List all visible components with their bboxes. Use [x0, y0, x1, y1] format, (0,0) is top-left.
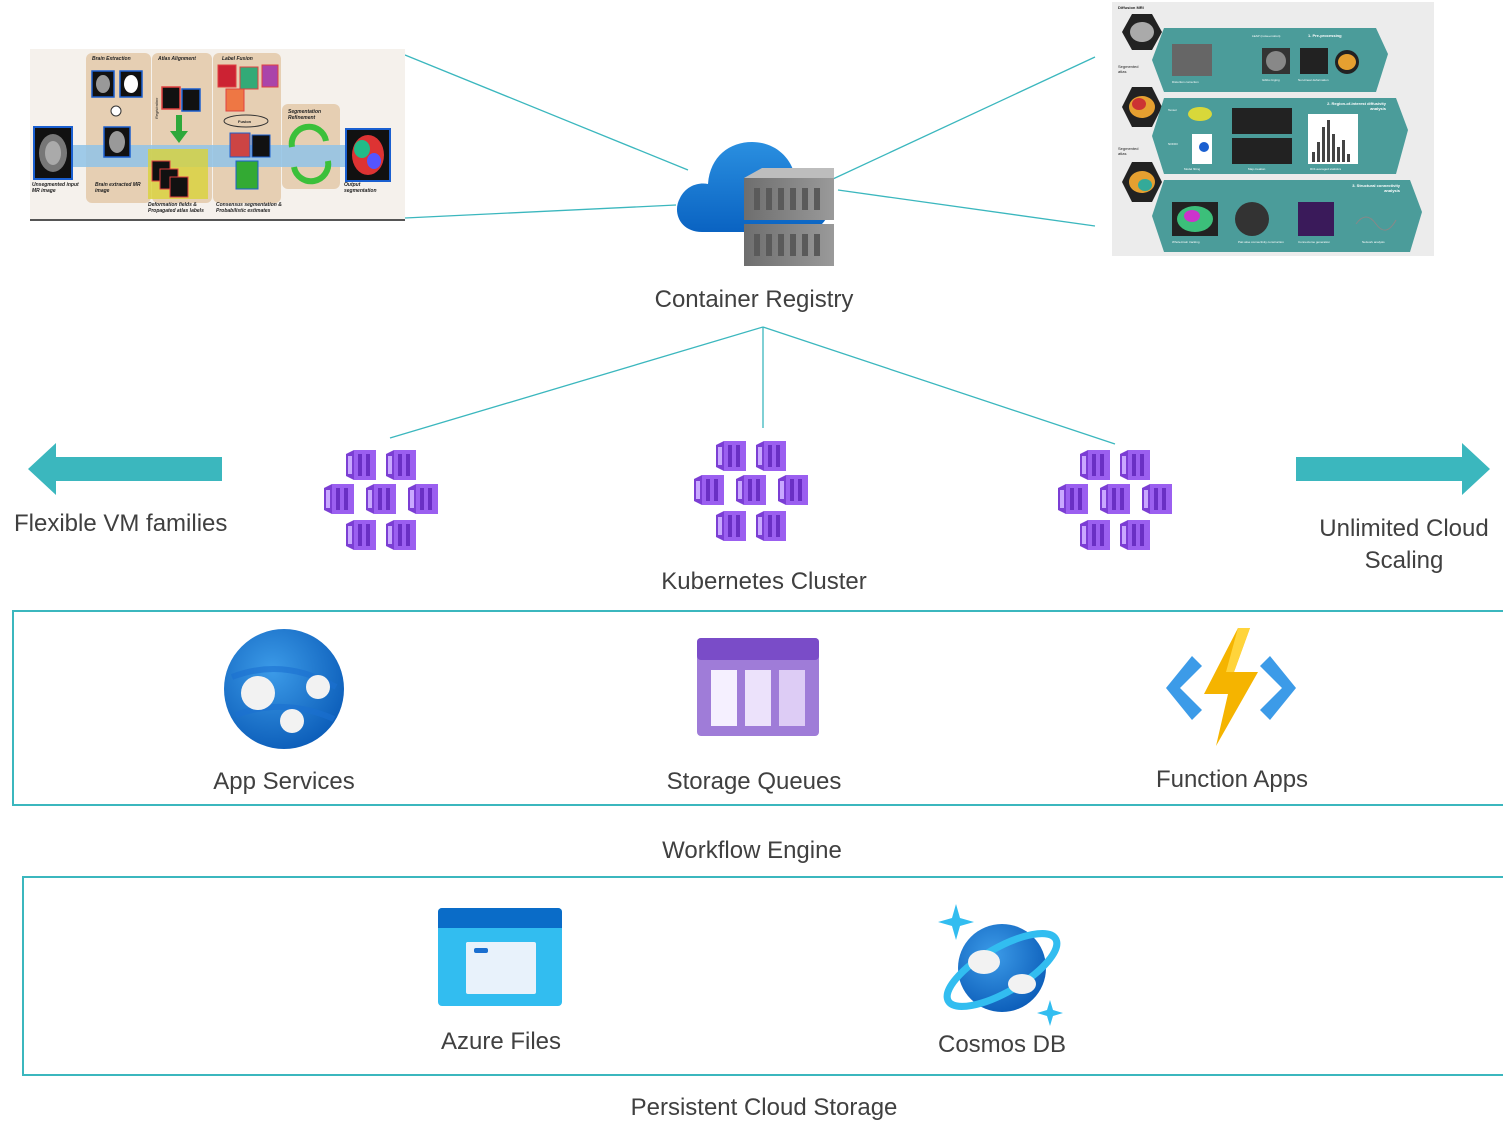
kubernetes-pods-icon: [324, 450, 444, 554]
persistent-storage-caption: Persistent Cloud Storage: [630, 1094, 898, 1121]
storage-queues-label: Storage Queues: [666, 768, 842, 795]
pipeline-step-sublabel: Distortion correction: [1172, 80, 1199, 84]
pipeline-stage-label: Label Fusion: [222, 56, 253, 62]
function-apps-icon: [1166, 628, 1296, 746]
pipeline-step-sublabel: Connectome generation: [1298, 240, 1331, 244]
workflow-engine-panel: [12, 610, 1503, 806]
cosmos-db-icon: [938, 904, 1063, 1026]
left-arrow-icon: [28, 443, 222, 495]
unlimited-cloud-scaling-line1: Unlimited Cloud: [1319, 515, 1489, 542]
persistent-storage-panel: [22, 876, 1503, 1076]
unlimited-cloud-scaling-line2: Scaling: [1364, 547, 1444, 574]
pipeline-caption: Unsegmented input MR image: [32, 182, 79, 194]
pipeline-step-sublabel: ROI-averaged statistics: [1310, 167, 1342, 171]
pipeline-step-sublabel: Map creation: [1248, 167, 1266, 171]
container-registry-icon: [676, 142, 834, 266]
pipeline-stage-label: Segmentation Refinement: [288, 109, 322, 121]
pipeline-step-sublabel: Non-linear deformation: [1298, 78, 1329, 82]
pipeline-caption: Output segmentation: [344, 182, 377, 194]
azure-files-label: Azure Files: [440, 1028, 562, 1055]
pipeline-step-sublabel: Model fitting: [1184, 167, 1201, 171]
pipeline-input-label: Segmented atlas: [1118, 64, 1139, 74]
pipeline-step-sublabel: LEAP (noise+motion): [1252, 34, 1281, 38]
brain-segmentation-pipeline-figure: Brain Extraction Atlas Alignment Label F…: [30, 49, 405, 221]
pipeline-step-sublabel: NODDI: [1168, 142, 1178, 146]
pipeline-step-sublabel: Tensor: [1168, 108, 1178, 112]
pipeline-stage-label: Atlas Alignment: [158, 56, 196, 62]
function-apps-label: Function Apps: [1155, 766, 1309, 793]
pipeline-inner-label: Fusion: [238, 119, 252, 124]
pipeline-step-label: 1. Pre-processing: [1308, 33, 1342, 38]
unlimited-cloud-scaling-label: Unlimited Cloud Scaling: [1304, 513, 1503, 577]
pipeline-step-sublabel: Whole-brain tracking: [1172, 240, 1200, 244]
diffusion-mri-pipeline-figure: Diffusion MRI Segmented atlas Segmented …: [1112, 2, 1434, 256]
pipeline-caption: Deformation fields & Propagated atlas la…: [148, 202, 204, 214]
kubernetes-pods-icon: [694, 441, 814, 545]
storage-queues-icon: [697, 638, 819, 736]
pipeline-step-label: 2. Region-of-interest diffusivity analys…: [1327, 101, 1386, 111]
cosmos-db-label: Cosmos DB: [937, 1031, 1067, 1058]
kubernetes-cluster-label: Kubernetes Cluster: [661, 568, 867, 595]
pipeline-inner-label: Registration: [154, 97, 159, 119]
container-registry-label: Container Registry: [654, 286, 854, 313]
kubernetes-pods-icon: [1058, 450, 1178, 554]
pipeline-step-label: 3. Structural connectivity analysis: [1352, 183, 1400, 193]
workflow-engine-caption: Workflow Engine: [662, 837, 842, 864]
pipeline-caption: Brain extracted MR image: [95, 182, 141, 194]
pipeline-input-label: Diffusion MRI: [1118, 5, 1144, 10]
pipeline-input-label: Segmented atlas: [1118, 146, 1139, 156]
pipeline-stage-label: Brain Extraction: [92, 56, 131, 62]
pipeline-caption: Consensus segmentation & Probabilistic e…: [216, 202, 282, 214]
azure-files-icon: [438, 908, 562, 1006]
app-services-icon: [224, 629, 344, 749]
pipeline-step-sublabel: Network analysis: [1362, 240, 1385, 244]
right-arrow-icon: [1296, 443, 1490, 495]
pipeline-step-sublabel: Pair-wise connectivity construction: [1238, 240, 1284, 244]
pipeline-step-sublabel: Gibbs ringing: [1262, 78, 1280, 82]
flexible-vm-families-label: Flexible VM families: [14, 510, 228, 537]
app-services-label: App Services: [213, 768, 355, 795]
